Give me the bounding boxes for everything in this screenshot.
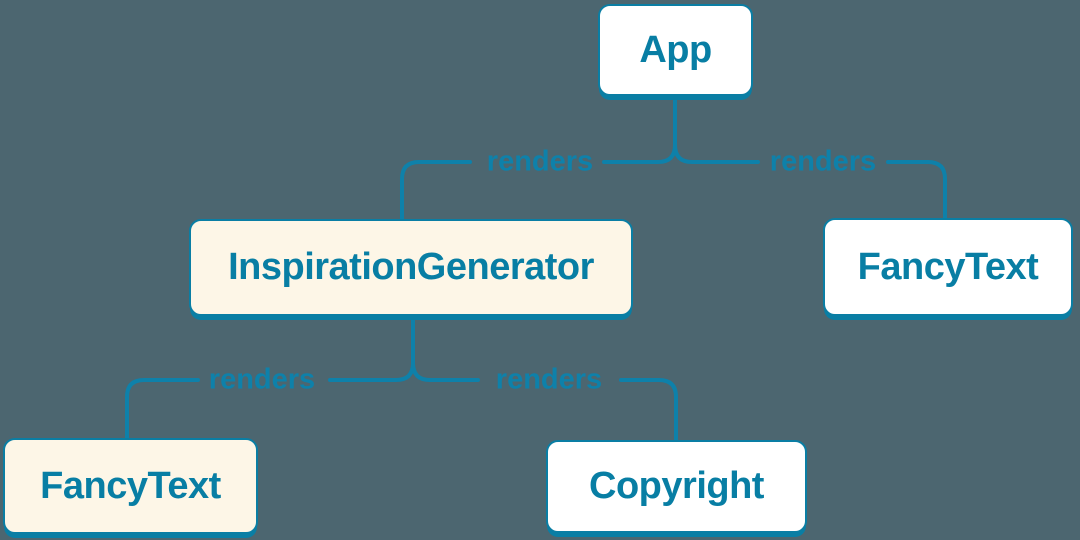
edge-label-inspirationgenerator-copyright: renders (495, 363, 603, 396)
edge-app-to-fancytext-elbow (886, 160, 947, 220)
node-copyright: Copyright (546, 440, 807, 533)
edge-inspirationgenerator-to-copyright-elbow (619, 378, 678, 442)
node-fancy-text-bottom: FancyText (3, 438, 258, 534)
edge-inspirationgenerator-to-fancytext-fork (328, 316, 415, 382)
edge-app-to-inspirationgenerator-elbow (400, 160, 472, 221)
edge-label-app-fancytext: renders (769, 145, 877, 178)
node-fancy-text-bottom-label: FancyText (40, 464, 221, 507)
edge-inspirationgenerator-to-fancytext-elbow (125, 378, 200, 440)
node-app-label: App (639, 28, 712, 71)
edge-inspirationgenerator-to-copyright-fork (411, 316, 480, 382)
node-fancy-text-top: FancyText (823, 218, 1073, 316)
node-inspiration-generator: InspirationGenerator (189, 219, 633, 316)
node-copyright-label: Copyright (589, 465, 764, 507)
edge-app-to-fancytext-fork (673, 96, 760, 164)
edge-label-app-inspirationgenerator: renders (486, 145, 594, 178)
node-app: App (598, 4, 753, 96)
node-inspiration-generator-label: InspirationGenerator (228, 246, 594, 288)
edge-app-to-inspirationgenerator-fork (602, 96, 677, 164)
edge-label-inspirationgenerator-fancytext: renders (208, 363, 316, 396)
node-fancy-text-top-label: FancyText (857, 245, 1039, 288)
